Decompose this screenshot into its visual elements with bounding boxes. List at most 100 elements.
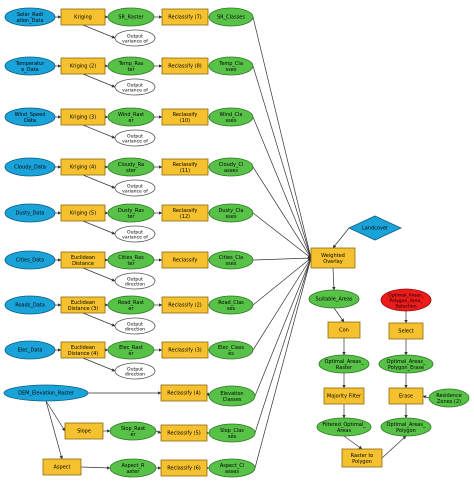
tool-node[interactable]: Kriging [60,8,106,26]
node-label-line: Output [127,366,143,372]
reclassify-node[interactable]: Reclassify (2) [161,296,209,314]
majority-filter-node[interactable]: Majority Filter [323,387,365,405]
reclassify-node[interactable]: Reclassify (5) [160,424,208,442]
classes-output-node[interactable]: SR_Classes [208,7,254,27]
node-label-line: variance of [122,234,148,240]
node-label-line: er [128,117,134,123]
connector-arrow [381,435,407,459]
node-label: DEM_Elevation_Raster [18,391,75,397]
node-label-line: Euclidean [71,300,95,306]
optimal-areas-polygon-erase-node[interactable]: Optimal_Areas_Polygon_Erase [378,354,434,374]
slope-tool-node[interactable]: Slope [64,422,104,440]
reclassify-node[interactable]: Reclassify(12) [161,204,209,222]
area-selection-node[interactable]: Optimal_Areas_Polygon_Area_Selection [380,288,432,312]
suitable-areas-node[interactable]: Suitable_Areas [308,289,360,309]
reclassify-node[interactable]: Reclassify (8) [161,57,209,75]
input-data-node[interactable]: Dusty_Data [4,203,56,223]
tool-shape [60,341,106,359]
node-label: Kriging (2) [70,64,96,70]
reclassify-node[interactable]: Reclassify (6) [160,459,208,477]
reclassify-node[interactable]: Reclassify (4) [160,384,208,402]
optimal-areas-raster-node[interactable]: Optimal_Areas_Raster [318,354,370,374]
reclassify-node[interactable]: Reclassify(11) [161,158,209,176]
connector-arrow [82,174,116,189]
optimal-areas-polygon-node[interactable]: Optimal_Areas_Polygon [380,417,432,437]
tool-node[interactable]: Kriging (5) [60,204,106,222]
tool-shape [42,458,82,476]
raster-output-node[interactable]: SR_Raster [107,7,155,27]
input-data-node[interactable]: Cloudy_Data [4,157,56,177]
reclassify-node[interactable]: Reclassify (3) [161,341,209,359]
erase-tool-node[interactable]: Erase [388,387,424,405]
input-data-node[interactable]: Elec_Data [4,340,56,360]
reclassify-node[interactable]: Reclassify (7) [161,8,209,26]
node-label: Majority Filter [327,394,362,400]
tool-shape [60,204,106,222]
output-shape [208,423,256,443]
tool-node[interactable]: Kriging (3) [60,108,106,126]
node-label: Reclassify (6) [167,466,200,472]
reclassify-node[interactable]: Reclassify(10) [161,108,209,126]
node-label: Reclassify(12) [173,208,198,220]
aspect-tool-node[interactable]: Aspect [42,458,82,476]
tool-shape [327,321,361,339]
node-label-line: ter [127,66,135,72]
select-tool-node[interactable]: Select [388,322,424,340]
node-label-line: Reclassify [173,112,198,118]
output-shape [107,7,155,27]
input-data-node[interactable]: Cities_Data [4,250,56,270]
landcover-node[interactable]: Landcover [348,215,402,241]
output-shape [107,340,155,360]
node-label-line: Residence [436,393,462,399]
tool-node[interactable]: Kriging (4) [60,158,106,176]
dem-input-node[interactable]: DEM_Elevation_Raster [3,384,89,402]
tool-node[interactable]: Kriging (2) [60,57,106,75]
input-data-node[interactable]: Roads_Data [4,295,56,315]
node-label: Select [398,329,413,335]
node-label-line: Output [127,133,143,139]
filtered-optimal-areas-node[interactable]: Filtered_Optimal_Areas [316,417,372,437]
reclassify-node[interactable]: Reclassify [161,251,209,269]
node-label-line: Weighted [321,253,345,259]
node-label-line: Road_Rast [118,300,144,306]
con-tool-node[interactable]: Con [327,321,361,339]
node-label-line: Raster to [351,453,374,459]
